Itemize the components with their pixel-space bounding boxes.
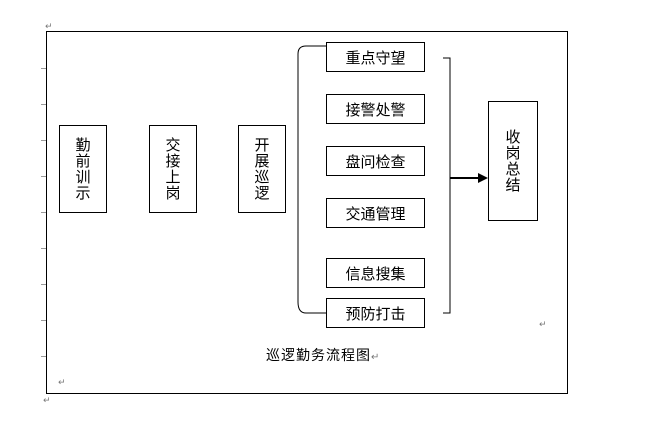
task-box: 重点守望: [326, 42, 425, 72]
page-frame: [46, 31, 568, 394]
paragraph-mark: ↵: [371, 352, 381, 363]
task-box: 接警处警: [326, 94, 425, 124]
margin-tick: [41, 176, 46, 177]
margin-tick: [41, 68, 46, 69]
stage-label: 勤前训示: [73, 137, 92, 201]
paragraph-mark: ↵: [43, 396, 51, 406]
stage-label: 开展巡逻: [252, 137, 271, 201]
task-label: 预防打击: [345, 304, 406, 323]
margin-tick: [41, 104, 46, 105]
caption-text: 巡逻勤务流程图: [266, 348, 371, 364]
left-bracket: [297, 45, 326, 314]
task-label: 信息搜集: [345, 264, 406, 283]
margin-tick: [41, 356, 46, 357]
final-label: 收岗总结: [503, 129, 522, 193]
margin-tick: [41, 320, 46, 321]
paragraph-mark: ↵: [58, 378, 66, 388]
task-label: 接警处警: [345, 100, 406, 119]
margin-tick: [41, 140, 46, 141]
paragraph-mark: ↵: [45, 22, 53, 32]
diagram-caption: 巡逻勤务流程图↵: [266, 345, 380, 365]
task-box: 交通管理: [326, 198, 425, 228]
stage-box-handover: 交接上岗: [149, 125, 197, 213]
task-box: 预防打击: [326, 298, 425, 328]
arrow-head-icon: [478, 173, 488, 183]
paragraph-mark: ↵: [539, 320, 547, 330]
stage-box-briefing: 勤前训示: [59, 125, 107, 213]
task-label: 盘问检查: [345, 152, 406, 171]
task-box: 信息搜集: [326, 258, 425, 288]
margin-tick: [41, 212, 46, 213]
margin-tick: [41, 248, 46, 249]
task-label: 交通管理: [345, 204, 406, 223]
final-box-summary: 收岗总结: [488, 101, 538, 221]
right-bracket: [443, 57, 451, 314]
stage-label: 交接上岗: [163, 137, 182, 201]
task-label: 重点守望: [345, 48, 406, 67]
task-box: 盘问检查: [326, 146, 425, 176]
stage-box-patrol: 开展巡逻: [238, 125, 286, 213]
margin-tick: [41, 284, 46, 285]
